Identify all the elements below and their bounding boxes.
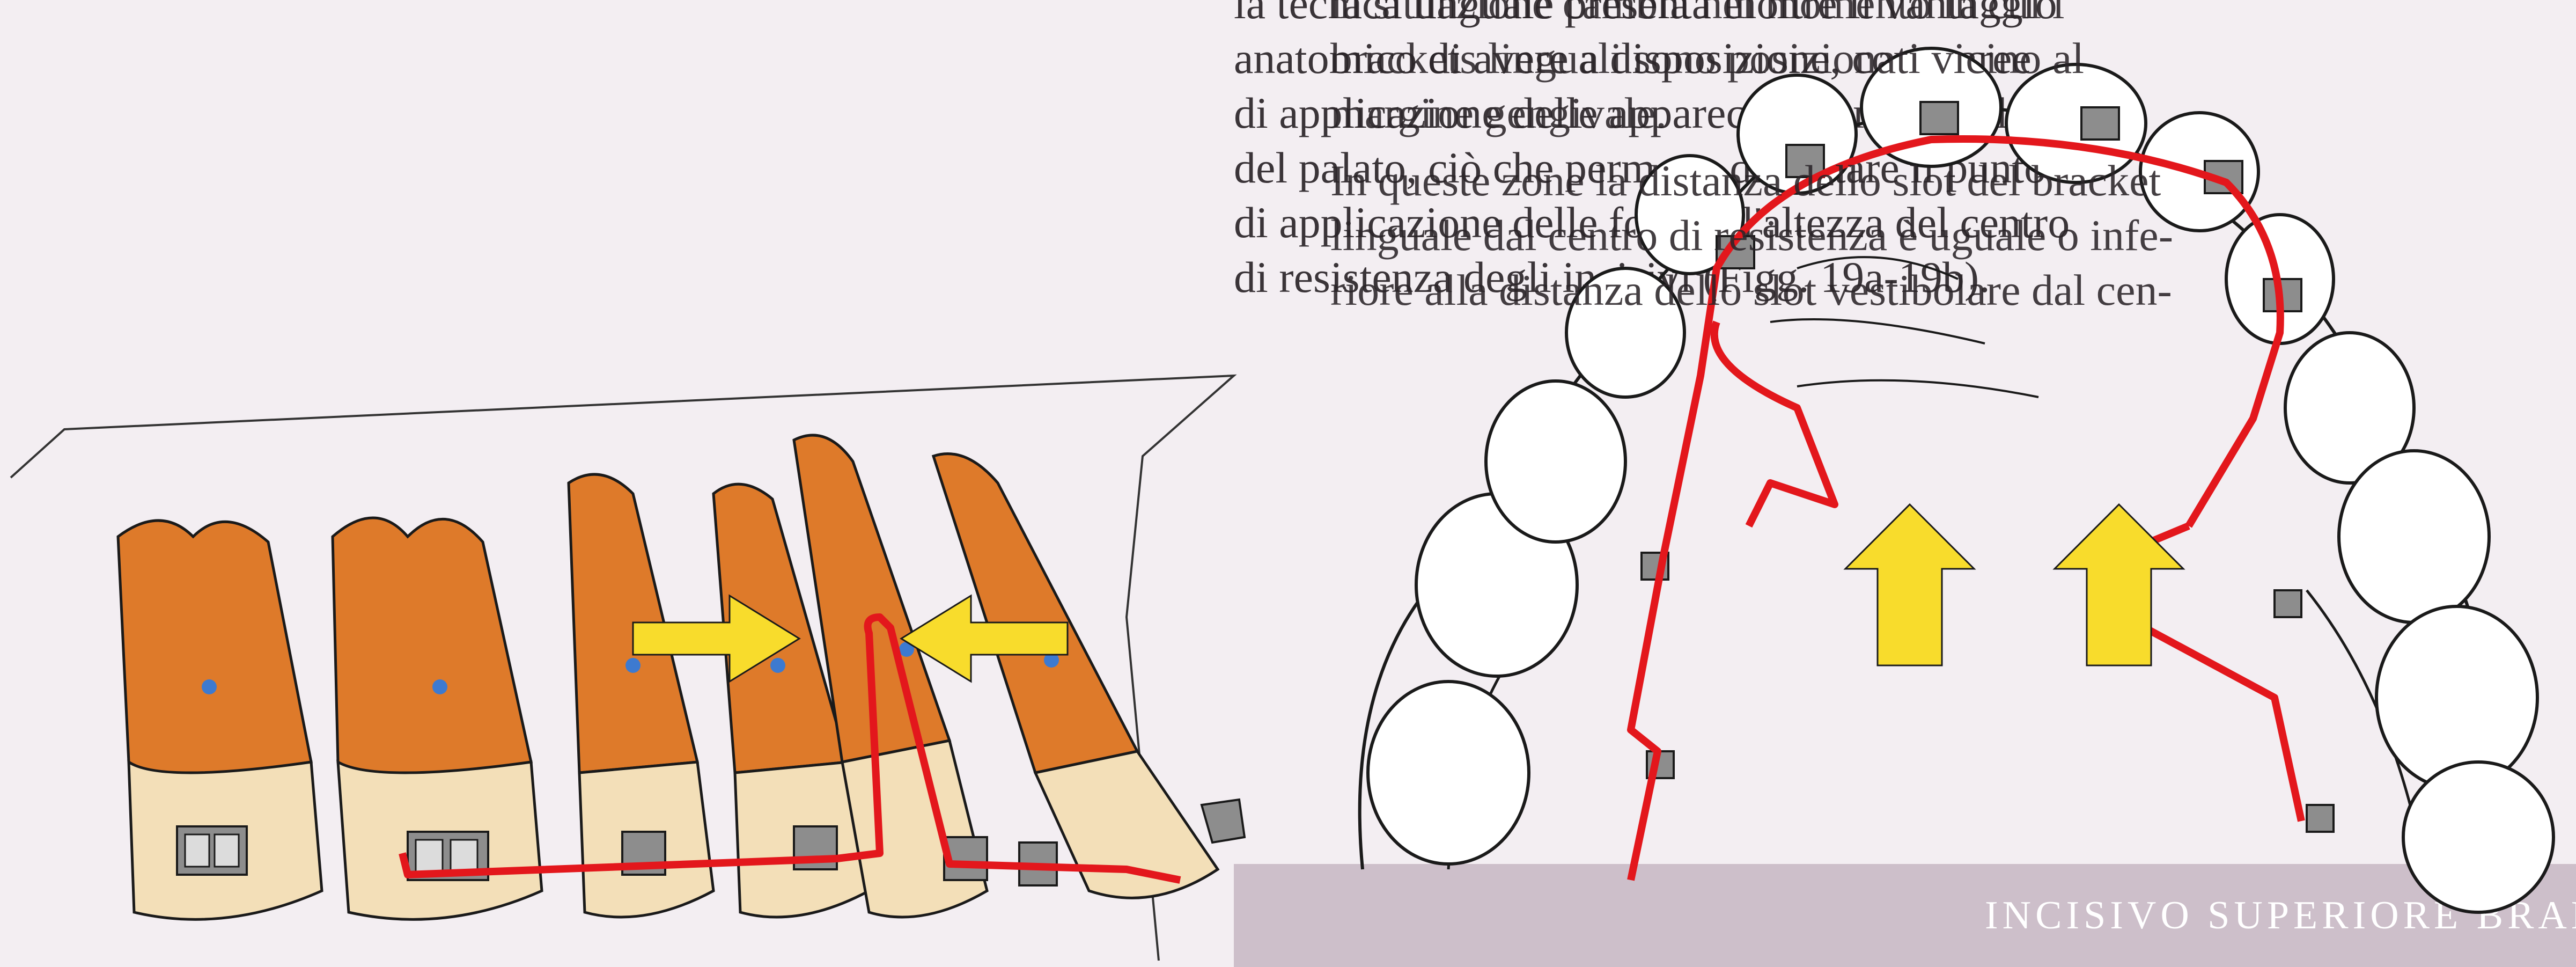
bracket xyxy=(2275,590,2301,617)
tooth-premolar-1 xyxy=(569,474,713,917)
center-resistance-dot xyxy=(625,658,641,673)
right-line: linguale dal centro di resistenza è ugua… xyxy=(1330,211,2173,260)
right-text-column: la situazione cambia nel momento in cui … xyxy=(1330,0,2570,318)
right-paragraph-2: In queste zone la distanza dello slot de… xyxy=(1330,153,2570,318)
tooth-outline xyxy=(2403,762,2553,912)
center-resistance-dot xyxy=(202,679,217,694)
right-line: la situazione cambia nel momento in cui … xyxy=(1330,0,2065,28)
yellow-arrow-up-icon xyxy=(1845,504,1974,665)
tooth-outline xyxy=(2376,606,2537,789)
tooth-outline xyxy=(1486,381,1625,542)
tooth-outline xyxy=(2339,451,2489,622)
tooth-molar-1 xyxy=(118,521,322,919)
bracket xyxy=(1202,800,1245,843)
lateral-teeth-figure xyxy=(11,376,1245,961)
right-paragraph-1: la situazione cambia nel momento in cui … xyxy=(1330,0,2570,141)
tooth-incisor xyxy=(933,454,1245,898)
tooth-molar-2 xyxy=(333,518,542,919)
right-line: riore alla distanza dello slot vestibola… xyxy=(1330,266,2172,314)
right-line: In queste zone la distanza dello slot de… xyxy=(1330,156,2161,205)
archwire-loop-left xyxy=(1714,322,1835,526)
right-line: brackets linguali sono posizionati vicin… xyxy=(1330,34,2084,83)
center-resistance-dot xyxy=(432,679,447,694)
right-line: margine gengivale. xyxy=(1330,89,1667,137)
bracket xyxy=(2307,805,2334,832)
center-resistance-dot xyxy=(770,658,785,673)
tooth-outline xyxy=(1368,682,1529,864)
